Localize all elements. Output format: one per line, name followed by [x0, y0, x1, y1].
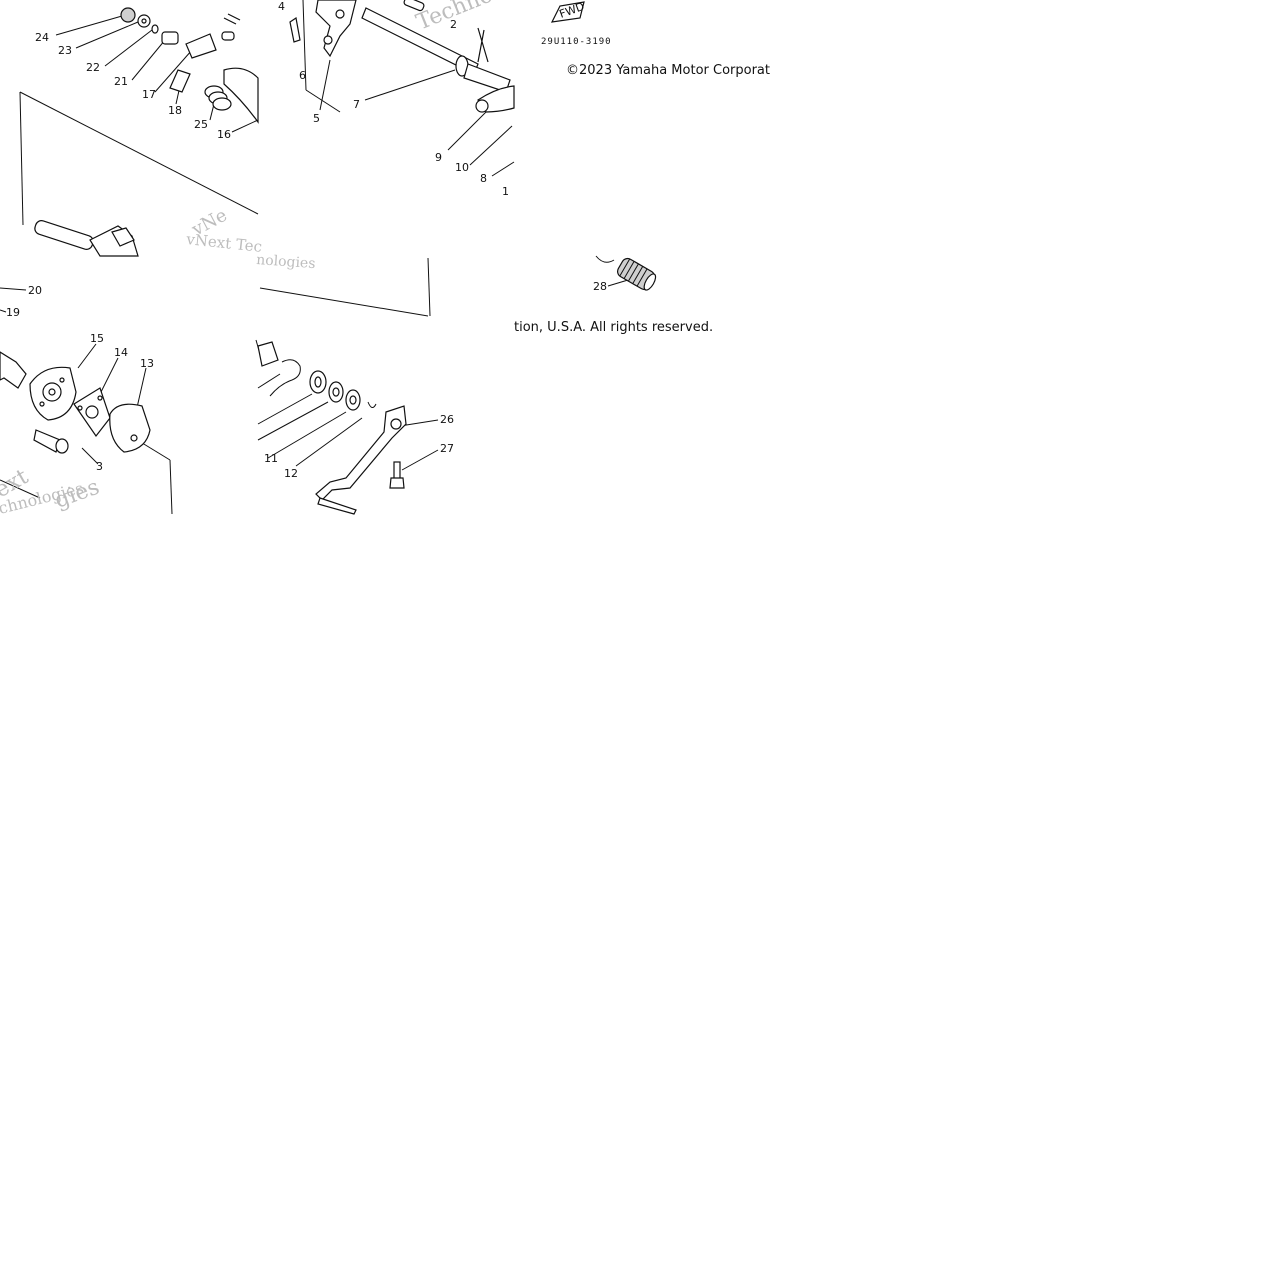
svg-text:7: 7 — [353, 98, 360, 111]
collar-icon — [257, 341, 279, 367]
svg-text:12: 12 — [284, 467, 298, 480]
shift-drum-assembly-icon — [34, 220, 139, 257]
svg-text:3: 3 — [96, 460, 103, 473]
shift-fork-icon — [0, 351, 27, 389]
nut-icon — [120, 7, 136, 23]
return-spring-icon — [269, 359, 301, 397]
svg-text:4: 4 — [278, 0, 285, 13]
spring-28-icon: 28 — [593, 255, 657, 293]
svg-text:8: 8 — [480, 172, 487, 185]
svg-text:23: 23 — [58, 44, 72, 57]
spring-pin-icon — [289, 16, 301, 43]
lever-arm-icon — [223, 67, 259, 124]
top-left-panel: 24 23 22 21 17 18 25 16 vNext Tec vNe — [19, 7, 263, 257]
svg-text:13: 13 — [140, 357, 154, 370]
svg-text:19: 19 — [6, 306, 20, 319]
svg-text:18: 18 — [168, 104, 182, 117]
cam-icon — [109, 403, 151, 453]
plate-icon — [73, 387, 111, 438]
o-ring-icon — [151, 24, 159, 34]
collar-icon — [161, 31, 179, 45]
svg-text:11: 11 — [264, 452, 278, 465]
bolt-icon — [403, 0, 425, 12]
spring-icon — [204, 85, 232, 111]
svg-text:nologies: nologies — [256, 252, 316, 272]
fwd-marker: FWD — [550, 0, 586, 23]
shift-pedal-icon — [315, 405, 407, 515]
svg-text:28: 28 — [593, 280, 607, 293]
pin-icon — [185, 33, 217, 59]
bottom-left-panel: 20 19 15 14 13 3 ext chnologies gies — [0, 284, 173, 518]
copyright-notice-end: tion, U.S.A. All rights reserved. — [514, 320, 714, 335]
bolt-icon — [389, 461, 405, 489]
svg-text:6: 6 — [299, 69, 306, 82]
svg-text:5: 5 — [313, 112, 320, 125]
shift-shaft-icon — [361, 7, 511, 93]
svg-text:26: 26 — [440, 413, 454, 426]
top-middle-panel: 4 6 5 7 2 9 10 8 1 Techno nologies — [256, 0, 515, 317]
svg-text:2: 2 — [450, 18, 457, 31]
svg-text:15: 15 — [90, 332, 104, 345]
washer-set-icon — [309, 370, 377, 411]
segment-icon — [29, 366, 77, 421]
bottom-middle-panel: 11 12 26 27 — [255, 339, 454, 515]
svg-text:1: 1 — [502, 185, 509, 198]
dowel-pin-icon — [169, 69, 191, 93]
screw-icon — [33, 429, 69, 454]
svg-text:10: 10 — [455, 161, 469, 174]
svg-text:22: 22 — [86, 61, 100, 74]
svg-text:9: 9 — [435, 151, 442, 164]
svg-text:17: 17 — [142, 88, 156, 101]
svg-text:27: 27 — [440, 442, 454, 455]
svg-text:21: 21 — [114, 75, 128, 88]
shift-arm-icon — [315, 0, 357, 58]
svg-text:25: 25 — [194, 118, 208, 131]
svg-text:14: 14 — [114, 346, 128, 359]
svg-text:20: 20 — [28, 284, 42, 297]
diagram-code: 29U110-3190 — [541, 37, 612, 47]
copyright-notice-start: ©2023 Yamaha Motor Corporat — [566, 63, 770, 78]
svg-text:24: 24 — [35, 31, 49, 44]
svg-text:16: 16 — [217, 128, 231, 141]
svg-text:gies: gies — [52, 475, 103, 514]
